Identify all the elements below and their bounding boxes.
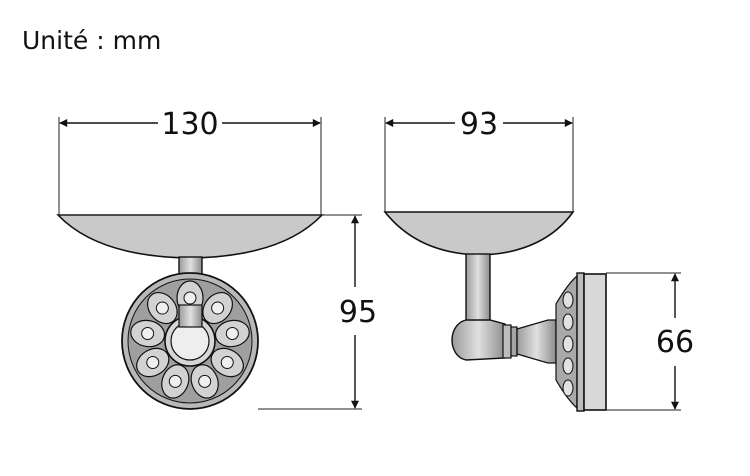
support-stem-side [465,253,491,323]
front-view: 130 [56,107,324,410]
side-ornament-loop [562,379,574,397]
soap-dish-side [383,211,575,256]
rosette-petal-dot [183,291,197,305]
side-ornament-loop [562,291,574,309]
front-height-dimension: 95 [258,214,377,410]
side-ornament-loop [562,357,574,375]
arm-collar-1 [502,324,512,359]
total-height-label: 95 [339,295,377,330]
soap-dish-front [56,214,324,259]
rosette-petal-dot [155,301,169,315]
rosette-petal-dot [225,327,239,341]
side-ornament-loop [562,335,574,353]
side-depth-label: 93 [460,107,498,142]
rosette-petal-dot [168,374,182,388]
wall-plate-edge [583,273,607,411]
rosette-petal-dot [198,374,212,388]
rosette-petal-dot [146,356,160,369]
side-view: 93 [383,107,607,412]
base-height-dimension: 66 [606,272,694,411]
arm-collar-2 [510,326,518,357]
arm-taper [516,319,557,364]
rosette-petal-dot [211,301,225,315]
wall-plate-side [576,272,585,412]
rosette-petal-dot [141,327,155,341]
support-arm-side [451,319,506,361]
unit-label: Unité : mm [22,26,161,55]
dish-width-label: 130 [161,107,218,142]
decorative-rosette-base [121,272,259,410]
side-ornament-loop [562,313,574,331]
base-height-label: 66 [656,325,694,360]
rosette-petal-dot [220,356,234,369]
